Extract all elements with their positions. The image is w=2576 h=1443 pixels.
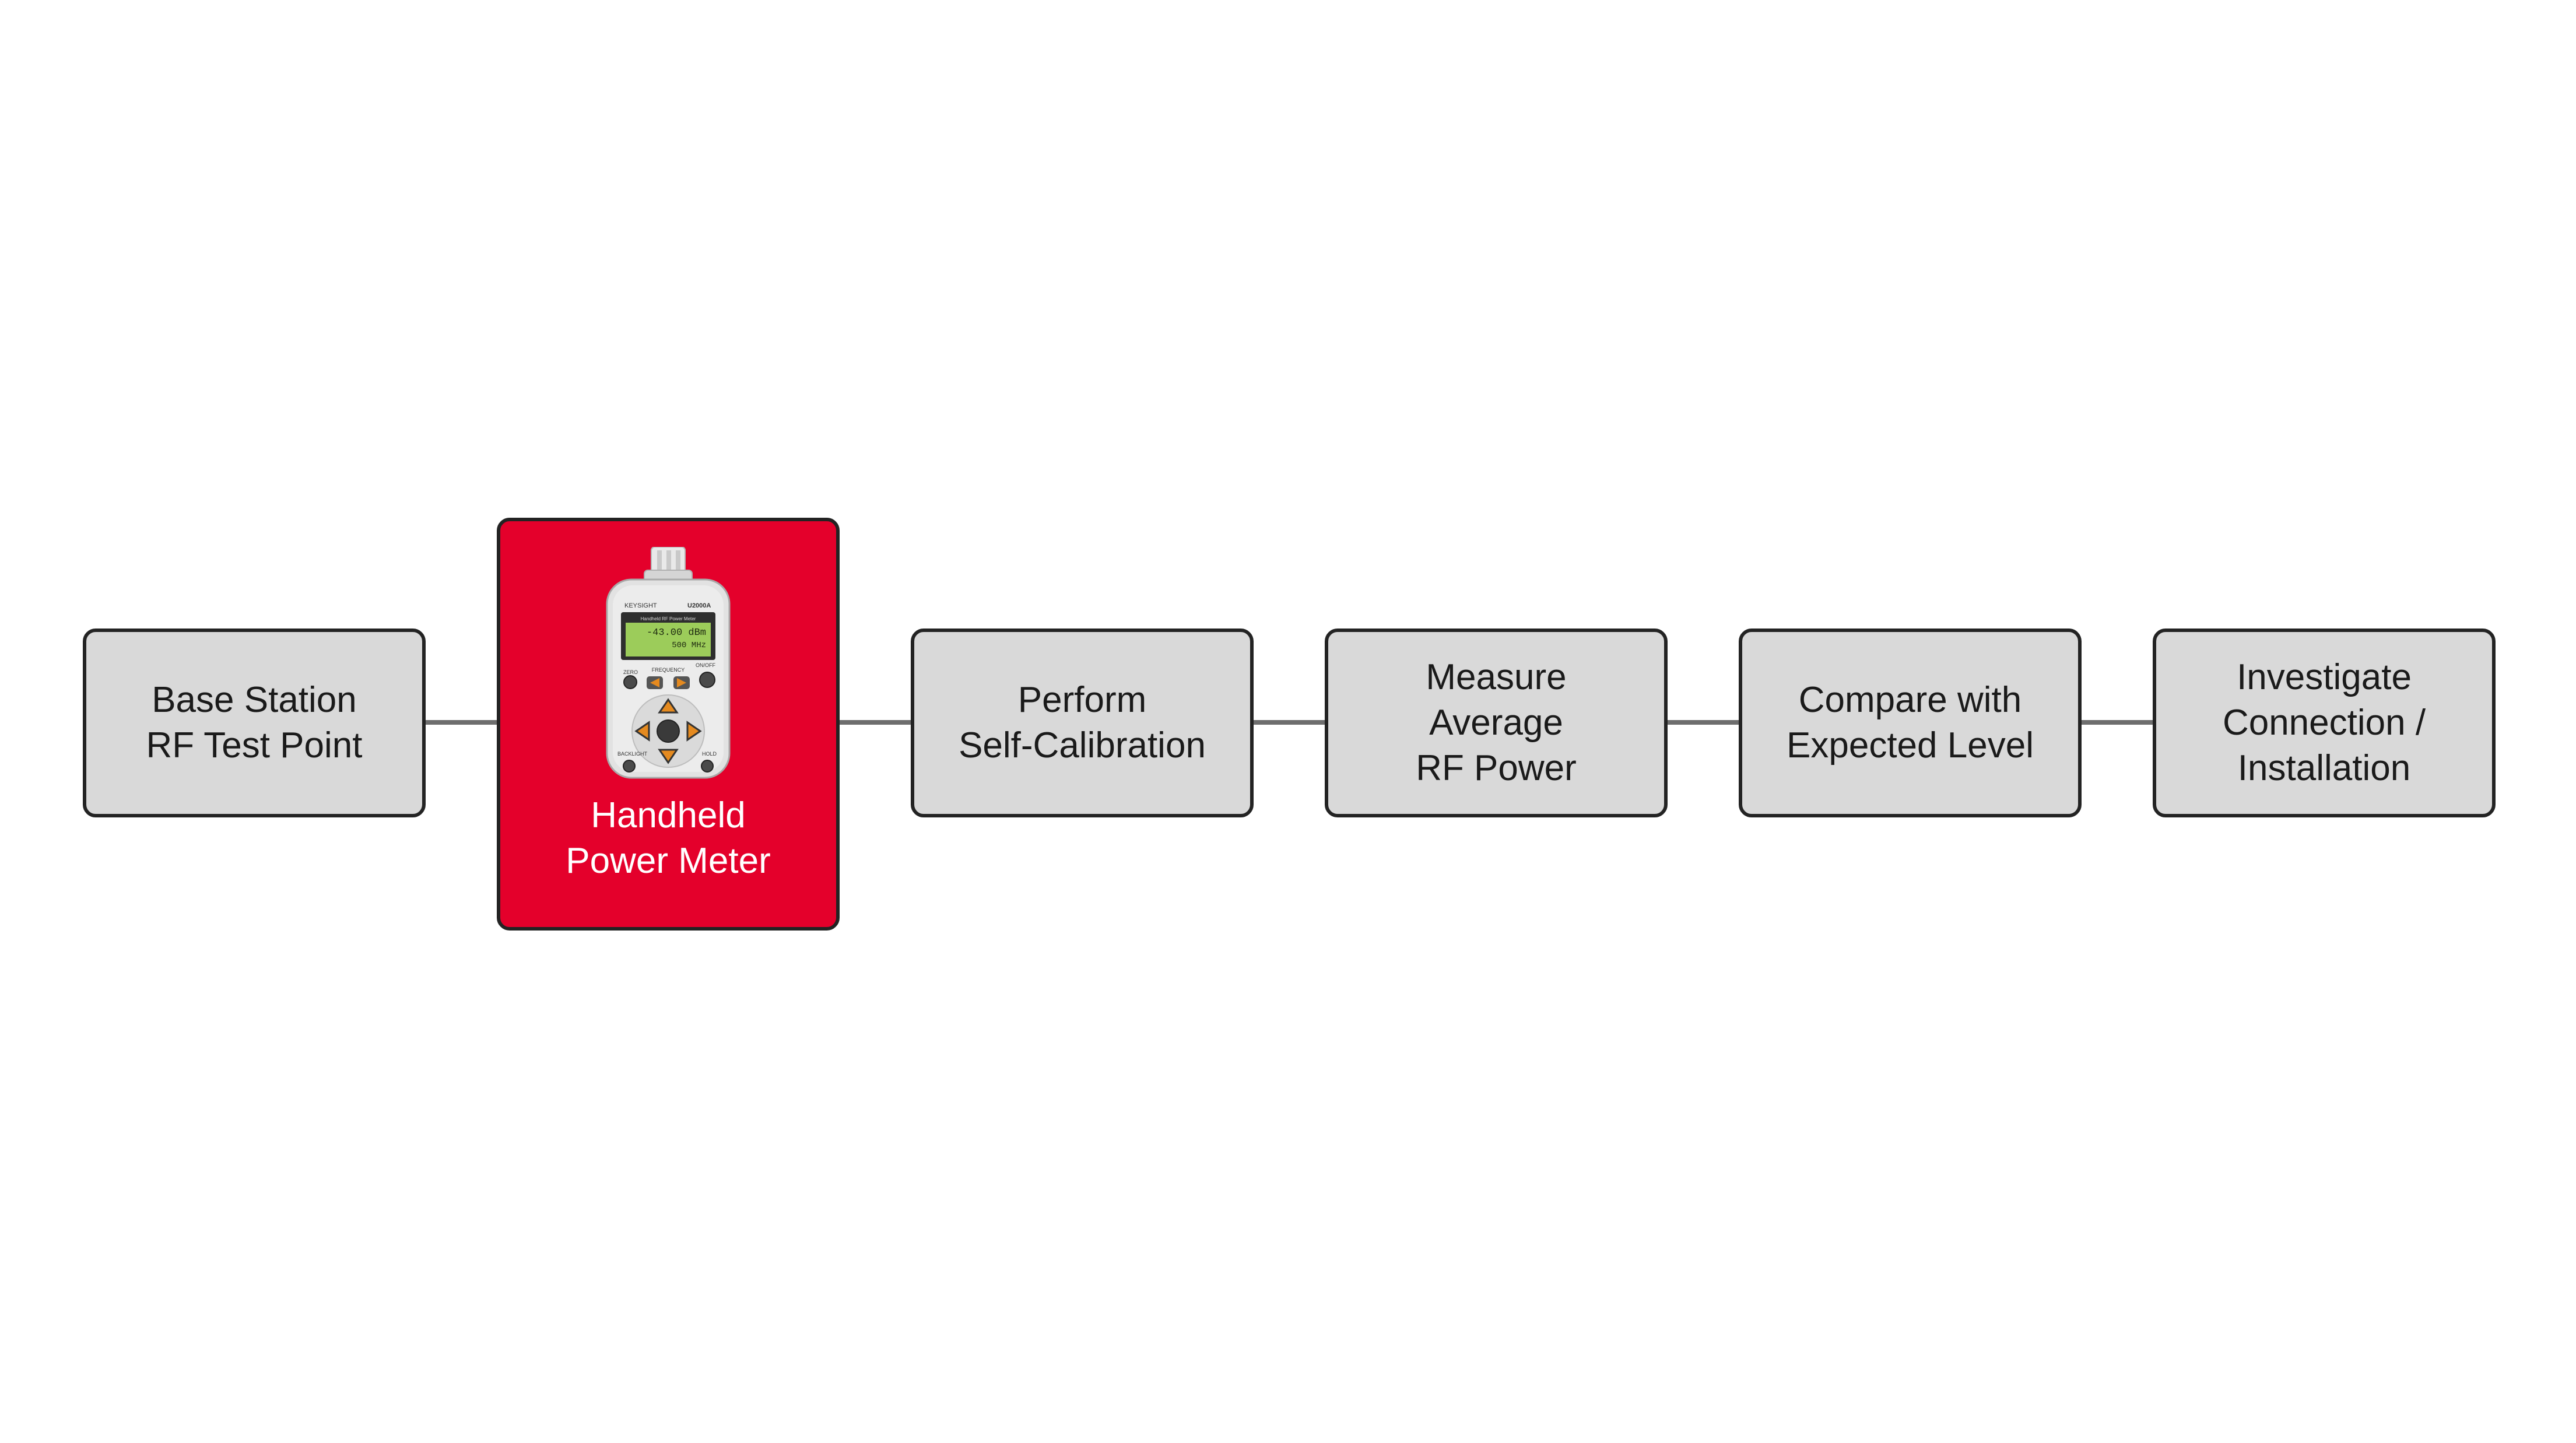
step-self-calibration: Perform Self-Calibration bbox=[911, 629, 1254, 817]
svg-text:FREQUENCY: FREQUENCY bbox=[652, 667, 685, 673]
connector-5-6 bbox=[2080, 720, 2156, 725]
step-label-line: Power Meter bbox=[566, 841, 771, 881]
step-label-line: Compare with bbox=[1798, 680, 2022, 720]
step-label-line: Average bbox=[1429, 703, 1563, 743]
step-label-line: RF Test Point bbox=[146, 725, 363, 766]
svg-text:Handheld RF Power Meter: Handheld RF Power Meter bbox=[641, 616, 696, 622]
step-label-line: Connection / bbox=[2222, 703, 2426, 743]
svg-text:ON/OFF: ON/OFF bbox=[696, 662, 715, 668]
step-label-line: Measure bbox=[1426, 657, 1567, 697]
svg-text:ZERO: ZERO bbox=[623, 669, 638, 675]
step-label-line: Perform bbox=[1017, 680, 1147, 720]
svg-text:HOLD: HOLD bbox=[702, 751, 717, 757]
svg-text:KEYSIGHT: KEYSIGHT bbox=[624, 602, 657, 609]
step-investigate: Investigate Connection / Installation bbox=[2153, 629, 2496, 817]
step-label-line: Investigate bbox=[2237, 657, 2412, 697]
step-label-line: Self-Calibration bbox=[959, 725, 1206, 766]
step-label-line: Base Station bbox=[152, 680, 357, 720]
step-measure: Measure Average RF Power bbox=[1325, 629, 1668, 817]
step-label-line: Expected Level bbox=[1787, 725, 2034, 766]
step-base-station: Base Station RF Test Point bbox=[83, 629, 426, 817]
step-compare: Compare with Expected Level bbox=[1739, 629, 2082, 817]
connector-4-5 bbox=[1665, 720, 1742, 725]
connector-1-2 bbox=[422, 720, 499, 725]
step-label-line: Installation bbox=[2237, 748, 2411, 788]
svg-text:-43.00 dBm: -43.00 dBm bbox=[647, 627, 706, 638]
step-label-line: Handheld bbox=[591, 795, 746, 835]
svg-text:BACKLIGHT: BACKLIGHT bbox=[617, 751, 648, 757]
step-power-meter: KEYSIGHT U2000A Handheld RF Power Meter … bbox=[497, 518, 840, 931]
svg-text:500 MHz: 500 MHz bbox=[672, 641, 706, 650]
connector-3-4 bbox=[1251, 720, 1327, 725]
handheld-power-meter-icon: KEYSIGHT U2000A Handheld RF Power Meter … bbox=[601, 546, 735, 780]
svg-text:U2000A: U2000A bbox=[687, 602, 711, 609]
step-label-line: RF Power bbox=[1416, 748, 1577, 788]
connector-2-3 bbox=[837, 720, 914, 725]
